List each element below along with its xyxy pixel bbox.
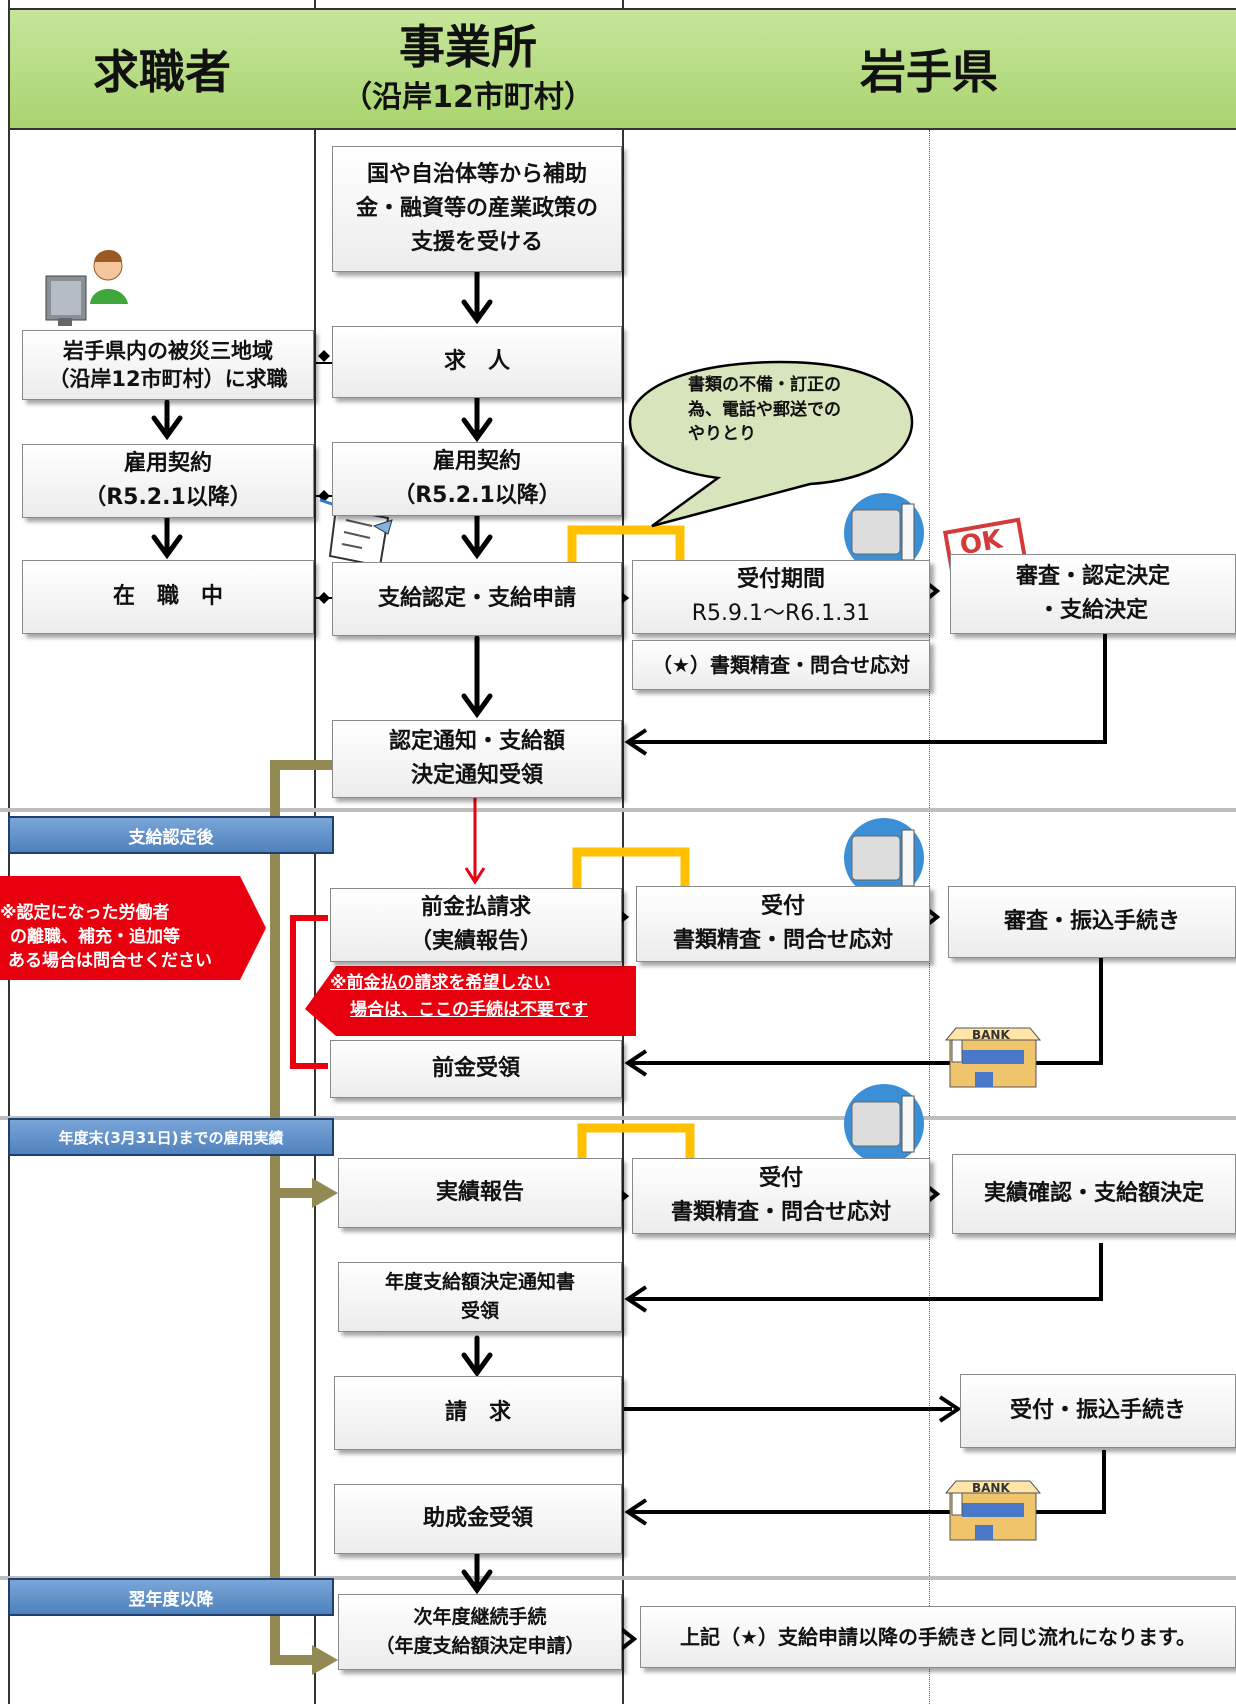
note-line: の離職、補充・追加等 bbox=[10, 926, 180, 947]
box-line: 支給認定・支給申請 bbox=[377, 585, 576, 611]
section-separator-2 bbox=[0, 1116, 1236, 1120]
header-prefecture: 岩手県 bbox=[622, 8, 1236, 130]
box-line: 前金受領 bbox=[431, 1055, 520, 1081]
bank-label: BANK bbox=[972, 1028, 1010, 1042]
box-line: 助成金受領 bbox=[422, 1505, 533, 1531]
box-line: 在 職 中 bbox=[112, 583, 223, 609]
box-line: 決定通知受領 bbox=[410, 763, 543, 788]
employed-box: 在 職 中 bbox=[22, 560, 314, 634]
results-report-box: 実績報告 bbox=[338, 1158, 622, 1228]
bank-label: BANK bbox=[972, 1481, 1010, 1495]
document-review-box: （★）書類精査・問合せ応対 bbox=[632, 640, 930, 690]
results-confirm-box: 実績確認・支給額決定 bbox=[952, 1154, 1236, 1234]
box-line: 認定通知・支給額 bbox=[388, 728, 565, 754]
box-line: 求 人 bbox=[443, 348, 510, 374]
box-line: 請 求 bbox=[444, 1399, 511, 1425]
box-line: R5.9.1～R6.1.31 bbox=[691, 601, 871, 626]
box-line: 書類精査・問合せ応対 bbox=[672, 928, 893, 953]
job-offer-box: 求 人 bbox=[332, 326, 622, 398]
note-line: ある場合は問合せください bbox=[8, 950, 212, 971]
box-line: （年度支給額決定申請） bbox=[375, 1635, 585, 1657]
advance-request-box: 前金払請求 （実績報告） bbox=[330, 888, 622, 962]
note-line: ※認定になった労働者 bbox=[0, 903, 170, 923]
phone-icon bbox=[844, 493, 924, 573]
header-jobseeker-label: 求職者 bbox=[93, 45, 231, 99]
box-line: 国や自治体等から補助 bbox=[366, 161, 587, 187]
worker-contract-box: 雇用契約 （R5.2.1以降） bbox=[22, 444, 314, 518]
header-employer-sub: （沿岸12市町村） bbox=[342, 80, 594, 116]
box-line: 審査・振込手続き bbox=[1003, 908, 1180, 934]
box-line: （沿岸12市町村）に求職 bbox=[48, 367, 288, 391]
band-after-certification: 支給認定後 bbox=[8, 816, 334, 854]
notice-received-box: 認定通知・支給額 決定通知受領 bbox=[332, 720, 622, 798]
box-line: ・支給決定 bbox=[1037, 598, 1148, 623]
box-line: 支援を受ける bbox=[410, 230, 543, 256]
document-icon bbox=[319, 498, 393, 568]
box-line: （R5.2.1以降） bbox=[84, 485, 252, 510]
bubble-line: 為、電話や郵送での bbox=[688, 399, 841, 420]
application-box: 支給認定・支給申請 bbox=[332, 562, 622, 636]
box-line: 受付・振込手続き bbox=[1009, 1397, 1186, 1423]
advance-optional-note: ※前金払の請求を希望しない 場合は、ここの手続は不要です bbox=[330, 970, 588, 1024]
band-label: 年度末(3月31日)までの雇用実績 bbox=[58, 1128, 284, 1147]
band-fiscal-year-end: 年度末(3月31日)までの雇用実績 bbox=[8, 1118, 334, 1156]
section-separator-3 bbox=[0, 1576, 1236, 1580]
box-line: 受領 bbox=[460, 1300, 499, 1322]
box-line: （実績報告） bbox=[409, 929, 542, 954]
box-line: 金・融資等の産業政策の bbox=[355, 195, 598, 221]
review-transfer-box: 審査・振込手続き bbox=[948, 886, 1236, 958]
band-label: 翌年度以降 bbox=[128, 1589, 214, 1610]
note-line: 場合は、ここの手続は不要です bbox=[350, 1000, 588, 1021]
bank-icon bbox=[944, 1480, 1042, 1541]
box-line: 受付期間 bbox=[736, 566, 825, 592]
box-line: 受付 bbox=[760, 893, 805, 919]
next-year-box: 次年度継続手続 （年度支給額決定申請） bbox=[338, 1594, 622, 1670]
band-next-fiscal-year: 翌年度以降 bbox=[8, 1578, 334, 1616]
reception-box-2: 受付 書類精査・問合せ応対 bbox=[636, 886, 930, 962]
band-label: 支給認定後 bbox=[128, 827, 214, 848]
worker-change-note: ※認定になった労働者 の離職、補充・追加等 ある場合は問合せください bbox=[0, 902, 212, 973]
box-line: 前金払請求 bbox=[420, 894, 531, 920]
box-line: 実績報告 bbox=[435, 1179, 524, 1205]
job-search-box: 岩手県内の被災三地域 （沿岸12市町村）に求職 bbox=[22, 330, 314, 400]
box-line: 岩手県内の被災三地域 bbox=[63, 338, 273, 363]
grant-received-box: 助成金受領 bbox=[334, 1484, 622, 1554]
box-line: 書類精査・問合せ応対 bbox=[670, 1200, 891, 1225]
bubble-text: 書類の不備・訂正の 為、電話や郵送での やりとり bbox=[688, 373, 841, 447]
bubble-line: 書類の不備・訂正の bbox=[688, 375, 841, 395]
box-line: 次年度継続手続 bbox=[413, 1605, 547, 1628]
employer-contract-box: 雇用契約 （R5.2.1以降） bbox=[332, 442, 622, 516]
review-decision-box: 審査・認定決定 ・支給決定 bbox=[950, 554, 1236, 634]
box-line: （R5.2.1以降） bbox=[393, 483, 561, 508]
header-employer-label: 事業所 bbox=[399, 19, 537, 74]
phone-icon bbox=[844, 818, 924, 898]
header-prefecture-label: 岩手県 bbox=[860, 45, 998, 99]
reception-period-box: 受付期間 R5.9.1～R6.1.31 bbox=[632, 560, 930, 634]
same-flow-box: 上記（★）支給申請以降の手続きと同じ流れになります。 bbox=[640, 1606, 1236, 1668]
section-separator-1 bbox=[0, 808, 1236, 812]
advance-received-box: 前金受領 bbox=[330, 1040, 622, 1098]
reception-box-3: 受付 書類精査・問合せ応対 bbox=[632, 1158, 930, 1234]
worker-computer-icon bbox=[45, 250, 128, 326]
phone-icon bbox=[844, 1084, 924, 1164]
annual-notice-box: 年度支給額決定通知書 受領 bbox=[338, 1262, 622, 1332]
note-line: ※前金払の請求を希望しない bbox=[330, 973, 551, 993]
box-line: 雇用契約 bbox=[432, 448, 521, 474]
box-line: 上記（★）支給申請以降の手続きと同じ流れになります。 bbox=[680, 1624, 1196, 1649]
box-line: 年度支給額決定通知書 bbox=[384, 1270, 575, 1293]
header-jobseeker: 求職者 bbox=[8, 8, 316, 130]
header-employer: 事業所 （沿岸12市町村） bbox=[314, 8, 624, 130]
bank-icon bbox=[944, 1027, 1042, 1088]
box-line: （★）書類精査・問合せ応対 bbox=[652, 652, 910, 677]
reception-transfer-box: 受付・振込手続き bbox=[960, 1374, 1236, 1448]
box-line: 雇用契約 bbox=[123, 450, 212, 476]
box-line: 審査・認定決定 bbox=[1015, 563, 1170, 589]
box-line: 受付 bbox=[758, 1165, 803, 1191]
bubble-line: やりとり bbox=[688, 424, 756, 445]
subsidy-support-box: 国や自治体等から補助 金・融資等の産業政策の 支援を受ける bbox=[332, 146, 622, 272]
claim-box: 請 求 bbox=[334, 1376, 622, 1450]
box-line: 実績確認・支給額決定 bbox=[983, 1180, 1204, 1206]
